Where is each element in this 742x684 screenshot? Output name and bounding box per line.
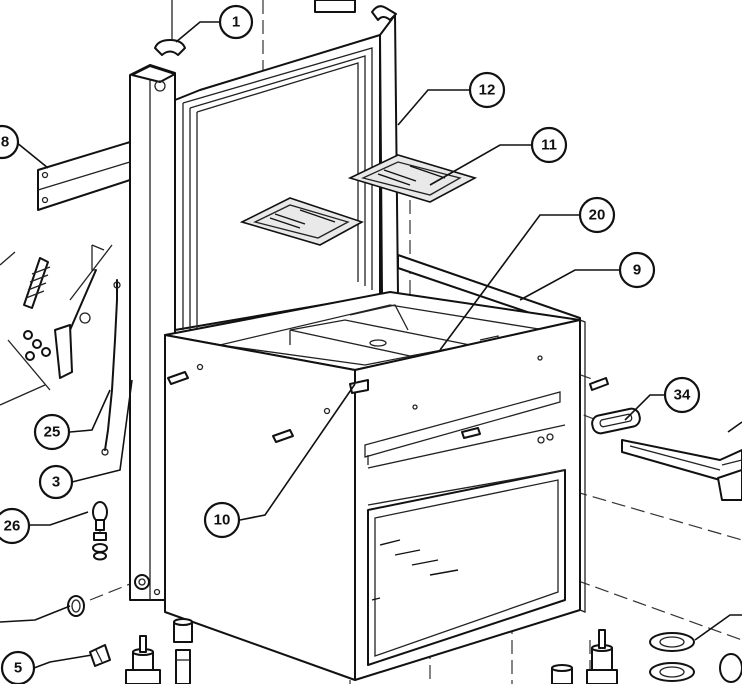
callout-10: 10 <box>203 501 241 539</box>
callout-26-label: 26 <box>4 518 21 535</box>
bracket-1 <box>154 0 186 56</box>
spring-hardware <box>0 244 113 406</box>
leader-lines <box>0 21 742 669</box>
washers <box>649 632 742 683</box>
fitting-5 <box>89 644 111 667</box>
callout-3-label: 3 <box>52 474 60 491</box>
callout-5-label: 5 <box>14 660 22 677</box>
back-frame <box>174 0 581 331</box>
callout-34: 34 <box>663 376 701 414</box>
callout-26: 26 <box>0 507 31 545</box>
callout-34-label: 34 <box>674 387 691 404</box>
callout-12: 12 <box>468 71 506 109</box>
callout-25: 25 <box>33 413 71 451</box>
callout-8: 8 <box>0 124 20 160</box>
callout-1: 1 <box>218 4 254 40</box>
callout-20-label: 20 <box>589 207 606 224</box>
callout-5: 5 <box>0 650 36 684</box>
callout-25-label: 25 <box>44 424 61 441</box>
heating-element <box>621 439 742 501</box>
left-side-post <box>129 64 176 601</box>
screws <box>167 371 609 443</box>
leveling-feet <box>125 618 618 684</box>
callout-10-label: 10 <box>214 512 231 529</box>
shelf-insert-left <box>239 197 364 246</box>
cabinet-body <box>164 319 586 681</box>
callout-1-label: 1 <box>232 14 240 31</box>
callout-9: 9 <box>618 251 656 289</box>
callout-20: 20 <box>578 196 616 234</box>
callout-11-label: 11 <box>541 137 557 154</box>
grommet <box>67 595 85 617</box>
callout-9-label: 9 <box>633 262 641 279</box>
callout-8-label: 8 <box>1 134 9 151</box>
callout-3: 3 <box>38 464 74 500</box>
horizontal-rail <box>37 141 131 211</box>
callout-12-label: 12 <box>479 82 496 99</box>
hook-26 <box>92 501 108 561</box>
cable-25 <box>101 279 121 456</box>
gasket-34 <box>591 407 641 435</box>
callout-11: 11 <box>530 126 568 164</box>
shelf-insert-right <box>347 154 478 203</box>
